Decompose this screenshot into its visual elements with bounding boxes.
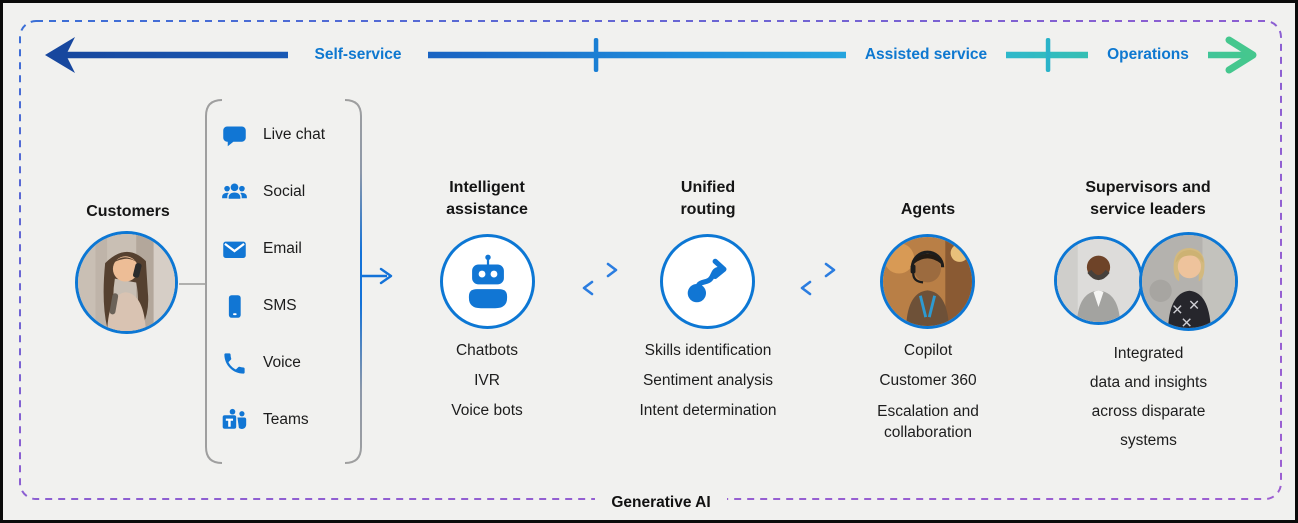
social-icon — [222, 183, 247, 199]
service-spectrum-arrow — [45, 36, 1257, 74]
channel-row-social: Social — [221, 172, 325, 212]
right-arrowhead-icon — [1225, 36, 1257, 74]
axis-label-operations: Operations — [1088, 44, 1208, 66]
channel-label: Teams — [263, 411, 309, 428]
generative-ai-label: Generative AI — [595, 492, 727, 514]
channel-list: Live chat Social Email SMS — [221, 115, 325, 440]
channel-label: Social — [263, 183, 306, 200]
channel-label: Email — [263, 240, 302, 257]
list-item: Sentiment analysis — [642, 372, 774, 389]
email-icon — [223, 241, 246, 258]
exchange-arrows-icon — [800, 262, 836, 296]
channel-row-live-chat: Live chat — [221, 115, 325, 155]
axis-label-assisted-service: Assisted service — [846, 44, 1006, 66]
channels-bracket — [205, 99, 362, 464]
channels-to-assistance-arrow-icon — [362, 267, 393, 285]
supervisor-man-photo — [1057, 239, 1140, 322]
sms-icon — [228, 294, 241, 318]
unified-routing-circle — [660, 234, 755, 329]
channel-label: Voice — [263, 354, 301, 371]
customers-title: Customers — [86, 203, 170, 220]
unified-routing-list: Skills identification Sentiment analysis… — [613, 341, 803, 421]
supervisor-photo-2 — [1139, 232, 1238, 331]
list-item: IVR — [474, 372, 500, 389]
woman-on-phone-photo — [78, 234, 175, 331]
self-service-tick — [593, 38, 599, 72]
channel-row-email: Email — [221, 229, 325, 269]
assisted-service-tick — [1045, 38, 1051, 72]
list-item: Escalation and collaboration — [877, 403, 979, 441]
agent-photo — [880, 234, 975, 329]
unified-routing-title: Unified routing — [680, 179, 736, 218]
channel-row-voice: Voice — [221, 343, 325, 383]
live-chat-icon — [223, 126, 246, 146]
voice-icon — [224, 352, 245, 374]
agent-with-headset-photo — [883, 237, 972, 326]
list-item: Chatbots — [455, 342, 519, 359]
left-arrowhead-icon — [45, 37, 75, 73]
teams-icon — [222, 408, 247, 429]
axis-label-self-service: Self-service — [288, 44, 428, 66]
chatbot-icon — [468, 254, 507, 308]
list-item: Copilot — [903, 342, 953, 359]
list-item: Voice bots — [451, 402, 523, 419]
customer-to-channels-connector — [179, 283, 205, 285]
intelligent-assistance-circle — [440, 234, 535, 329]
list-item: Customer 360 — [879, 372, 977, 389]
channel-label: SMS — [263, 297, 297, 314]
customer-photo — [75, 231, 178, 334]
supervisors-title: Supervisors and service leaders — [1085, 179, 1211, 218]
channel-row-teams: Teams — [221, 400, 325, 440]
intelligent-assistance-list: Chatbots IVR Voice bots — [407, 341, 567, 421]
generative-ai-dashed-border — [19, 20, 1282, 500]
channel-label: Live chat — [263, 126, 326, 143]
supervisor-photo-1 — [1054, 236, 1143, 325]
agents-list: Copilot Customer 360 Escalation and coll… — [848, 341, 1008, 443]
exchange-arrows-icon — [582, 262, 618, 296]
list-item: Intent determination — [639, 402, 777, 419]
intelligent-assistance-title: Intelligent assistance — [446, 179, 528, 218]
supervisor-woman-photo — [1142, 235, 1235, 328]
supervisors-description: Integrated data and insights across disp… — [1089, 345, 1208, 449]
agents-title: Agents — [900, 201, 956, 218]
channel-row-sms: SMS — [221, 286, 325, 326]
list-item: Skills identification — [644, 342, 772, 359]
routing-icon — [687, 258, 726, 302]
